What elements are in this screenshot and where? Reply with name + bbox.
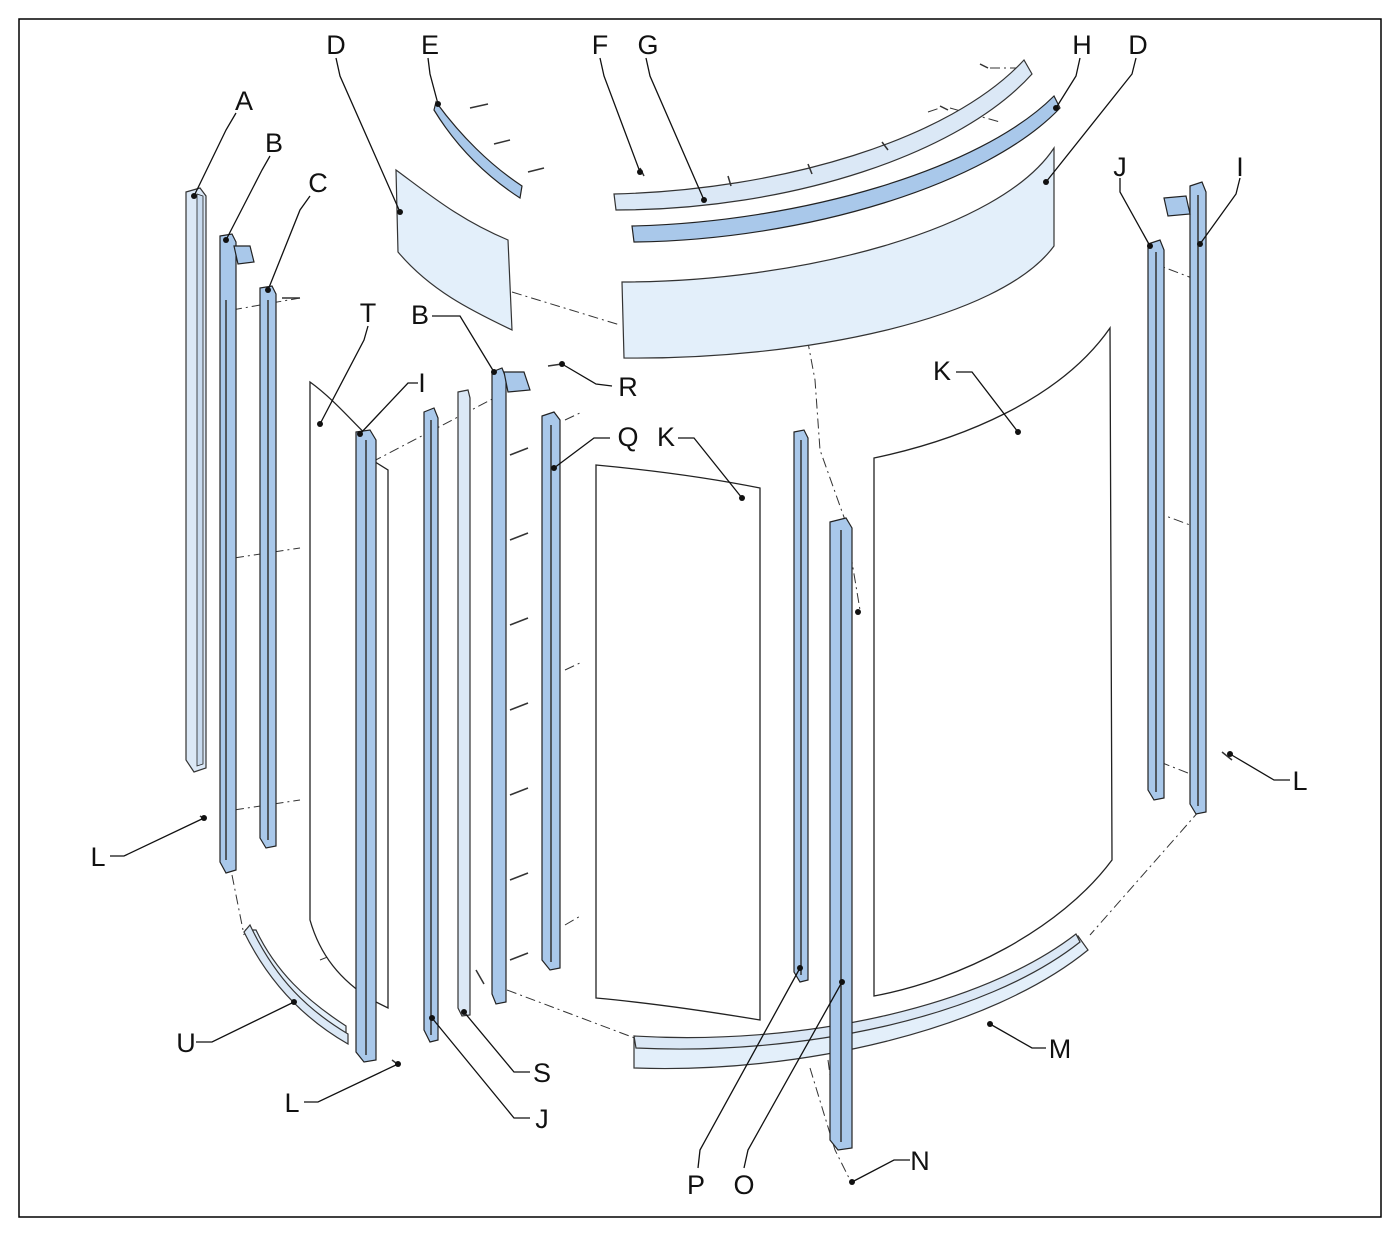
label-f: F bbox=[592, 30, 609, 60]
label-p: P bbox=[687, 1170, 705, 1200]
profile-p bbox=[793, 429, 809, 983]
label-l-bottom: L bbox=[284, 1088, 299, 1118]
glass-door-k-right bbox=[873, 325, 1113, 997]
profile-q bbox=[541, 411, 561, 971]
label-d-left: D bbox=[326, 30, 346, 60]
top-panel-d-left bbox=[395, 168, 513, 331]
top-arc-e bbox=[433, 100, 545, 200]
label-q: Q bbox=[617, 422, 638, 452]
label-c: C bbox=[308, 168, 328, 198]
label-e: E bbox=[421, 30, 439, 60]
profile-i-right bbox=[1163, 181, 1207, 815]
diagram-border bbox=[18, 18, 1382, 1218]
label-j-right: J bbox=[1113, 152, 1127, 182]
top-arc-g bbox=[613, 58, 1033, 211]
label-i-left: I bbox=[418, 368, 426, 398]
label-g: G bbox=[637, 30, 658, 60]
label-s: S bbox=[533, 1058, 551, 1088]
profile-c bbox=[259, 285, 277, 849]
label-k-middle: K bbox=[657, 422, 675, 452]
bottom-arc-m bbox=[633, 933, 1089, 1070]
label-a: A bbox=[235, 86, 253, 116]
hinge-screws bbox=[509, 447, 529, 961]
profile-j-middle bbox=[423, 407, 439, 1043]
profile-o bbox=[829, 517, 853, 1151]
profile-i-left bbox=[355, 429, 377, 1063]
label-b-left: B bbox=[265, 128, 283, 158]
profile-b-middle bbox=[491, 367, 531, 1005]
top-arc-h bbox=[631, 94, 1061, 243]
label-j-middle: J bbox=[535, 1104, 549, 1134]
glass-door-k-middle bbox=[595, 464, 761, 1021]
top-panel-d-right bbox=[621, 146, 1055, 359]
callout-dots bbox=[191, 101, 1233, 1185]
label-r: R bbox=[618, 372, 638, 402]
label-u: U bbox=[176, 1028, 196, 1058]
label-t: T bbox=[360, 298, 377, 328]
label-b-middle: B bbox=[411, 300, 429, 330]
label-m: M bbox=[1049, 1034, 1072, 1064]
label-k-right: K bbox=[933, 356, 951, 386]
profile-a bbox=[185, 187, 207, 773]
label-l-right: L bbox=[1292, 766, 1307, 796]
label-i-right: I bbox=[1236, 152, 1244, 182]
label-o: O bbox=[733, 1170, 754, 1200]
label-l-left: L bbox=[90, 842, 105, 872]
label-d-right: D bbox=[1128, 30, 1148, 60]
profile-b-left bbox=[219, 233, 255, 874]
profile-j-right bbox=[1147, 239, 1165, 801]
label-n: N bbox=[910, 1146, 930, 1176]
label-h: H bbox=[1072, 30, 1092, 60]
bottom-arc-u bbox=[243, 923, 349, 1046]
callout-leaders bbox=[110, 57, 1290, 1183]
callout-labels: A B C D E F G H D J I T I B R Q K K L L … bbox=[90, 30, 1307, 1200]
profile-s bbox=[457, 389, 471, 1017]
